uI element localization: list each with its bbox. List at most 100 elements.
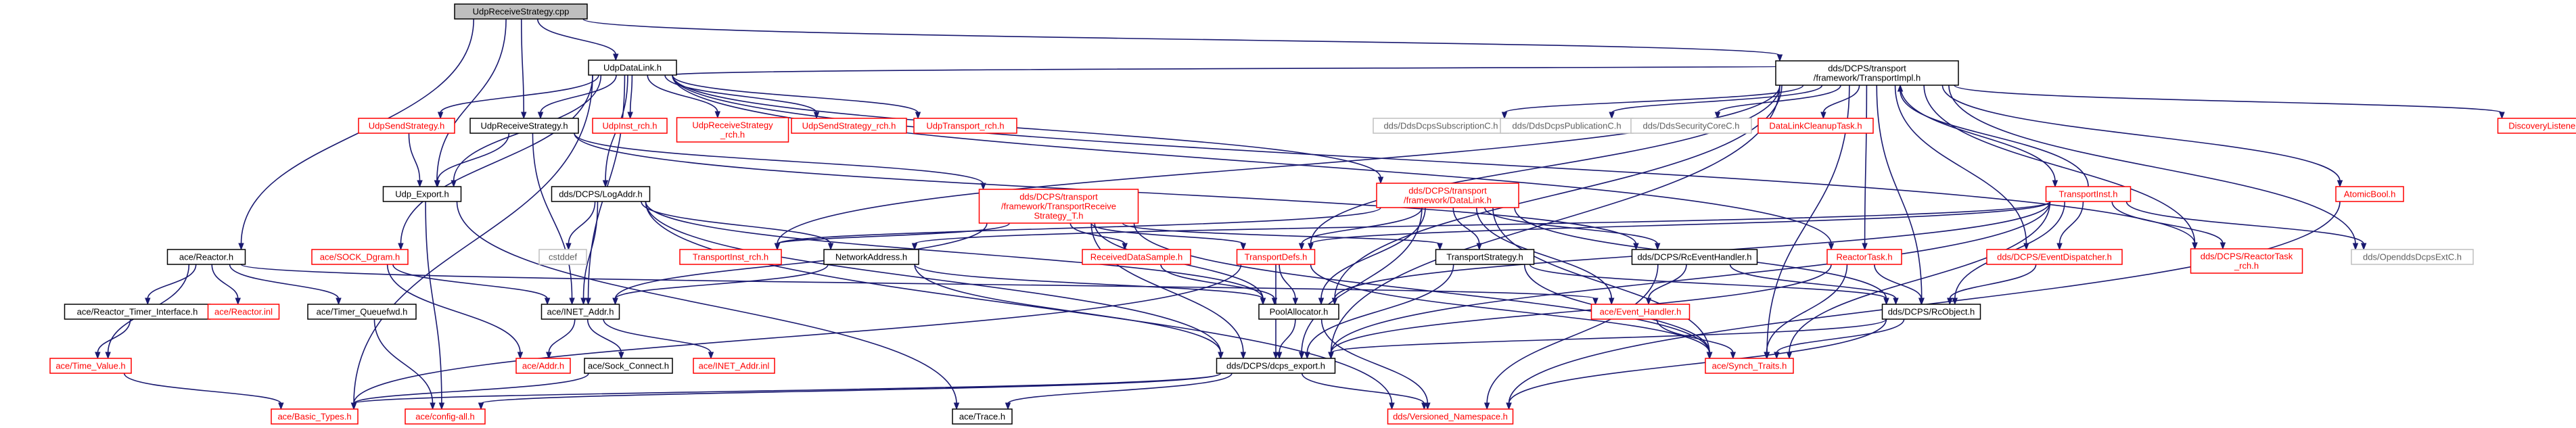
- node-dds-dcps-rcobject-h[interactable]: dds/DCPS/RcObject.h: [1881, 304, 1981, 320]
- node-label: ReceivedDataSample.h: [1090, 252, 1183, 262]
- node-poolallocator-h[interactable]: PoolAllocator.h: [1258, 304, 1339, 320]
- edge-arrowhead: [1786, 352, 1793, 360]
- node-ace-basic-types-h[interactable]: ace/Basic_Types.h: [271, 408, 359, 425]
- edge-arrowhead: [569, 298, 575, 306]
- edge-arrowhead: [430, 402, 436, 410]
- node-udptransport-rch-h[interactable]: UdpTransport_rch.h: [913, 118, 1017, 134]
- node-label: _rch.h: [2234, 260, 2259, 270]
- node-label: TransportInst_rch.h: [693, 252, 768, 262]
- edge-transportimpl-to-eventdispatcher: [1894, 85, 2027, 245]
- node-ace-timer-queuefwd-h[interactable]: ace/Timer_Queuefwd.h: [307, 304, 417, 320]
- node-dds-dcps-logaddr-h[interactable]: dds/DCPS/LogAddr.h: [551, 186, 651, 202]
- edge-arrowhead: [1318, 298, 1325, 306]
- node-ace-sock-connect-h[interactable]: ace/Sock_Connect.h: [584, 358, 673, 374]
- edge-transportimpl-to-ddssubc: [1504, 85, 1804, 114]
- node-discoverylistener-h[interactable]: DiscoveryListener.h: [2497, 118, 2576, 134]
- edge-arrowhead: [437, 112, 444, 120]
- node-label: ace/Reactor.h: [179, 252, 233, 262]
- node-dds-ddsdcpssubscriptionc-h: dds/DdsDcpsSubscriptionC.h: [1373, 118, 1509, 134]
- edge-transrecvstrat-to-acesynchtraits: [1133, 222, 1710, 354]
- node-udpreceivestrategy-h[interactable]: UdpReceiveStrategy.h: [469, 118, 579, 134]
- edge-arrowhead: [537, 112, 544, 120]
- node-reactortask-h[interactable]: ReactorTask.h: [1826, 249, 1902, 265]
- node-label: /framework/TransportImpl.h: [1814, 72, 1920, 82]
- edge-arrowhead: [417, 180, 423, 188]
- node-udpreceivestrategy-rch-h[interactable]: UdpReceiveStrategy_rch.h: [676, 117, 789, 143]
- node-udpsendstrategy-h[interactable]: UdpSendStrategy.h: [358, 118, 455, 134]
- node-box: [382, 186, 462, 202]
- edge-arrowhead: [1272, 352, 1279, 360]
- edge-arrowhead: [1828, 243, 1835, 251]
- node-box: [49, 358, 132, 374]
- edge-arrowhead: [618, 352, 624, 360]
- edge-arrowhead: [517, 352, 524, 360]
- node-label: ace/INET_Addr.inl: [699, 360, 770, 371]
- node-label: NetworkAddress.h: [835, 252, 907, 262]
- node-dds-dcps-transport-framework-transportimpl-h[interactable]: dds/DCPS/transport/framework/TransportIm…: [1775, 60, 1959, 86]
- node-ace-config-all-h[interactable]: ace/config-all.h: [405, 408, 486, 425]
- edge-acereactortimer-to-acetimevalue: [97, 318, 131, 354]
- edge-arrowhead: [813, 112, 820, 120]
- node-udpinst-rch-h[interactable]: UdpInst_rch.h: [592, 118, 668, 134]
- edge-ddsexport-to-versionedns: [1301, 373, 1425, 404]
- node-ace-synch-traits-h[interactable]: ace/Synch_Traits.h: [1705, 358, 1794, 374]
- edge-transportimpl-to-transdefs: [1310, 85, 1780, 245]
- node-ace-time-value-h[interactable]: ace/Time_Value.h: [49, 358, 132, 374]
- edge-atomicbool-to-versionedns: [1508, 201, 2341, 404]
- edge-arrowhead: [1240, 243, 1247, 251]
- edge-arrowhead: [434, 180, 440, 188]
- node-atomicbool-h[interactable]: AtomicBool.h: [2335, 186, 2404, 202]
- edge-transdefs-to-acesynchtraits: [1310, 264, 1710, 354]
- node-dds-dcps-eventdispatcher-h[interactable]: dds/DCPS/EventDispatcher.h: [1986, 249, 2123, 265]
- node-dds-dcps-transport-framework-datalink-h[interactable]: dds/DCPS/transport/framework/DataLink.h: [1376, 183, 1519, 208]
- edge-arrowhead: [2352, 243, 2359, 251]
- node-udp-export-h[interactable]: Udp_Export.h: [382, 186, 462, 202]
- node-ace-trace-h[interactable]: ace/Trace.h: [952, 408, 1013, 425]
- node-dds-dcps-transport-framework-transportreceivestrategy-t-h[interactable]: dds/DCPS/transport/framework/TransportRe…: [978, 189, 1139, 224]
- node-udpreceivestrategy-cpp[interactable]: UdpReceiveStrategy.cpp: [454, 3, 588, 20]
- node-ace-reactor-inl[interactable]: ace/Reactor.inl: [207, 304, 280, 320]
- node-box: [588, 60, 677, 76]
- node-transportinst-h[interactable]: TransportInst.h: [2045, 186, 2132, 202]
- edge-arrowhead: [566, 243, 572, 251]
- node-ace-reactor-timer-interface-h[interactable]: ace/Reactor_Timer_Interface.h: [64, 304, 211, 320]
- node-transportstrategy-h[interactable]: TransportStrategy.h: [1435, 249, 1535, 265]
- edge-arrowhead: [1304, 352, 1310, 360]
- edge-netaddr-to-ddsexport: [914, 264, 1222, 354]
- node-transportinst-rch-h[interactable]: TransportInst_rch.h: [679, 249, 782, 265]
- node-transportdefs-h[interactable]: TransportDefs.h: [1236, 249, 1316, 265]
- edge-arrowhead: [2499, 112, 2505, 120]
- node-udpdatalink-h[interactable]: UdpDataLink.h: [588, 60, 677, 76]
- node-ace-event-handler-h[interactable]: ace/Event_Handler.h: [1590, 304, 1690, 320]
- node-dds-versioned-namespace-h[interactable]: dds/Versioned_Namespace.h: [1387, 408, 1514, 425]
- node-ace-sock-dgram-h[interactable]: ace/SOCK_Dgram.h: [311, 249, 409, 265]
- node-ace-reactor-h[interactable]: ace/Reactor.h: [166, 249, 246, 265]
- node-ace-inet-addr-h[interactable]: ace/INET_Addr.h: [540, 304, 620, 320]
- node-label: DataLinkCleanupTask.h: [1769, 120, 1862, 130]
- edge-acetimerqueuefwd-to-aceconfigall: [373, 318, 434, 404]
- node-udpsendstrategy-rch-h[interactable]: UdpSendStrategy_rch.h: [791, 118, 907, 134]
- node-label: TransportDefs.h: [1245, 252, 1308, 262]
- dependency-edges: [95, 18, 2505, 410]
- node-dds-dcps-reactortask-rch-h[interactable]: dds/DCPS/ReactorTask_rch.h: [2190, 248, 2303, 274]
- node-networkaddress-h[interactable]: NetworkAddress.h: [823, 249, 919, 265]
- edge-aceinetaddr-to-aceaddr: [548, 318, 576, 354]
- node-ace-inet-addr-inl[interactable]: ace/INET_Addr.inl: [693, 358, 775, 374]
- node-box: [1590, 304, 1690, 320]
- node-dds-dcps-dcps-export-h[interactable]: dds/DCPS/dcps_export.h: [1216, 358, 1336, 374]
- node-label: dds/DCPS/transport: [1828, 63, 1906, 73]
- node-box: [1826, 249, 1902, 265]
- node-receiveddatasample-h[interactable]: ReceivedDataSample.h: [1082, 249, 1191, 265]
- edge-poolalloc-to-versionedns: [1320, 318, 1429, 404]
- edge-root-to-udpdatalink: [536, 18, 617, 55]
- node-dds-dcps-rceventhandler-h[interactable]: dds/DCPS/RcEventHandler.h: [1631, 249, 1758, 265]
- edge-arrowhead: [1918, 298, 1925, 306]
- edge-arrowhead: [1730, 352, 1736, 360]
- node-box: [1082, 249, 1191, 265]
- edge-arrowhead: [544, 298, 551, 306]
- edge-arrowhead: [1862, 243, 1868, 251]
- node-box: [2351, 249, 2474, 265]
- edge-reactortask-to-acesynchtraits: [1766, 264, 1848, 354]
- node-datalinkcleanuptask-h[interactable]: DataLinkCleanupTask.h: [1757, 118, 1874, 134]
- node-ace-addr-h[interactable]: ace/Addr.h: [515, 358, 571, 374]
